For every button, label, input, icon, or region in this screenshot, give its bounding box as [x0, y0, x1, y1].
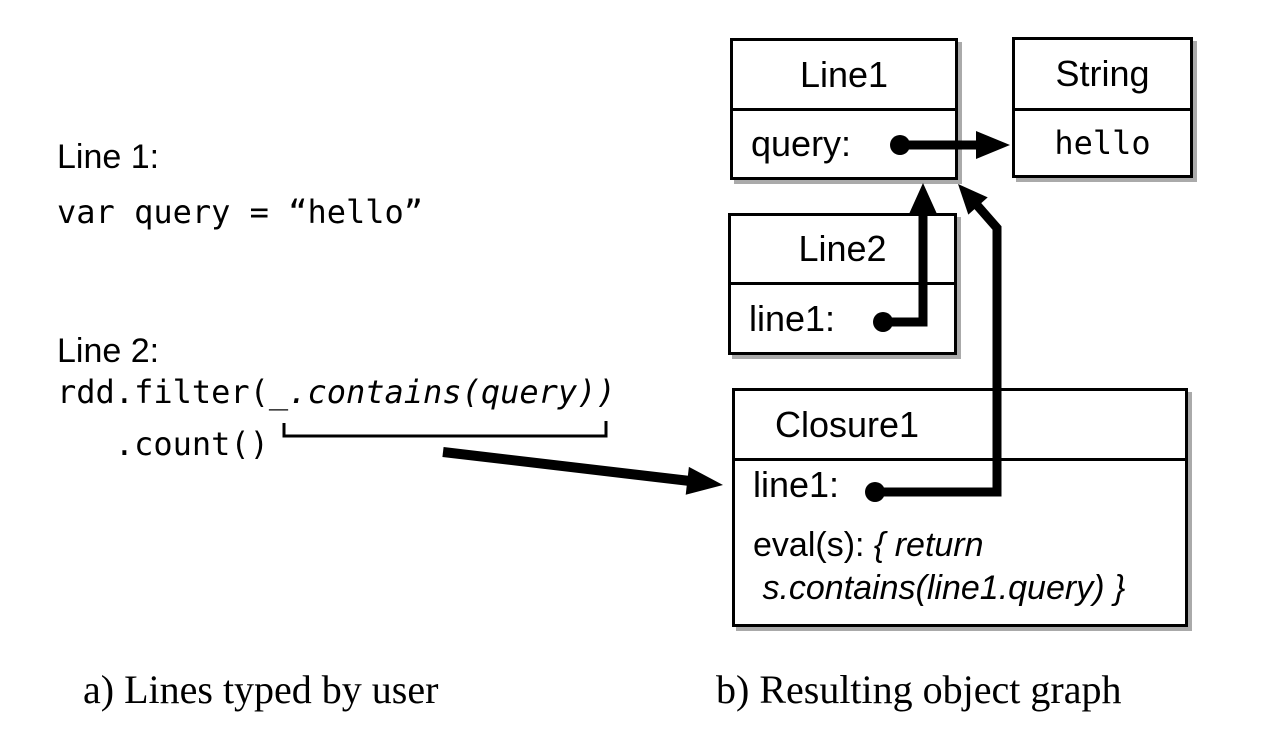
line2-code-second-line: .count()	[57, 425, 269, 463]
object-box-line1-title: Line1	[733, 41, 955, 111]
eval-code-line2: s.contains(line1.query) }	[753, 569, 1126, 607]
line1-label: Line 1:	[57, 138, 160, 176]
line2-code-normal: rdd.filter(	[57, 373, 269, 411]
line2-code-italic: _.contains(query))	[268, 373, 616, 411]
object-box-line1: Line1 query:	[730, 38, 958, 180]
eval-label: eval(s):	[753, 526, 874, 564]
object-box-closure1-title: Closure1	[735, 391, 1185, 461]
object-box-string-value: hello	[1054, 124, 1151, 162]
object-box-closure1: Closure1 line1: eval(s): { return s.cont…	[732, 388, 1188, 627]
closure-creation-arrow	[442, 447, 723, 495]
object-box-line2-field-line1: line1:	[749, 297, 836, 339]
object-box-closure1-body: line1: eval(s): { return s.contains(line…	[735, 461, 1185, 624]
eval-code-line1: { return	[873, 526, 984, 564]
panel-a-caption: a) Lines typed by user	[83, 667, 439, 712]
object-box-line2: Line2 line1:	[728, 213, 957, 355]
object-box-line1-field-query: query:	[751, 123, 852, 164]
panel-b-caption: b) Resulting object graph	[716, 667, 1122, 712]
object-box-closure1-eval: eval(s): { return s.contains(line1.query…	[753, 524, 1125, 610]
line1-code: var query = “hello”	[57, 193, 424, 231]
line2-label: Line 2:	[57, 332, 160, 370]
line2-code: rdd.filter(_.contains(query))	[57, 376, 616, 408]
object-box-string: String hello	[1012, 37, 1193, 178]
object-box-line2-title: Line2	[731, 216, 954, 285]
object-box-closure1-field-line1: line1:	[753, 464, 840, 505]
object-box-string-title: String	[1015, 40, 1190, 111]
code-underbracket	[282, 421, 608, 438]
